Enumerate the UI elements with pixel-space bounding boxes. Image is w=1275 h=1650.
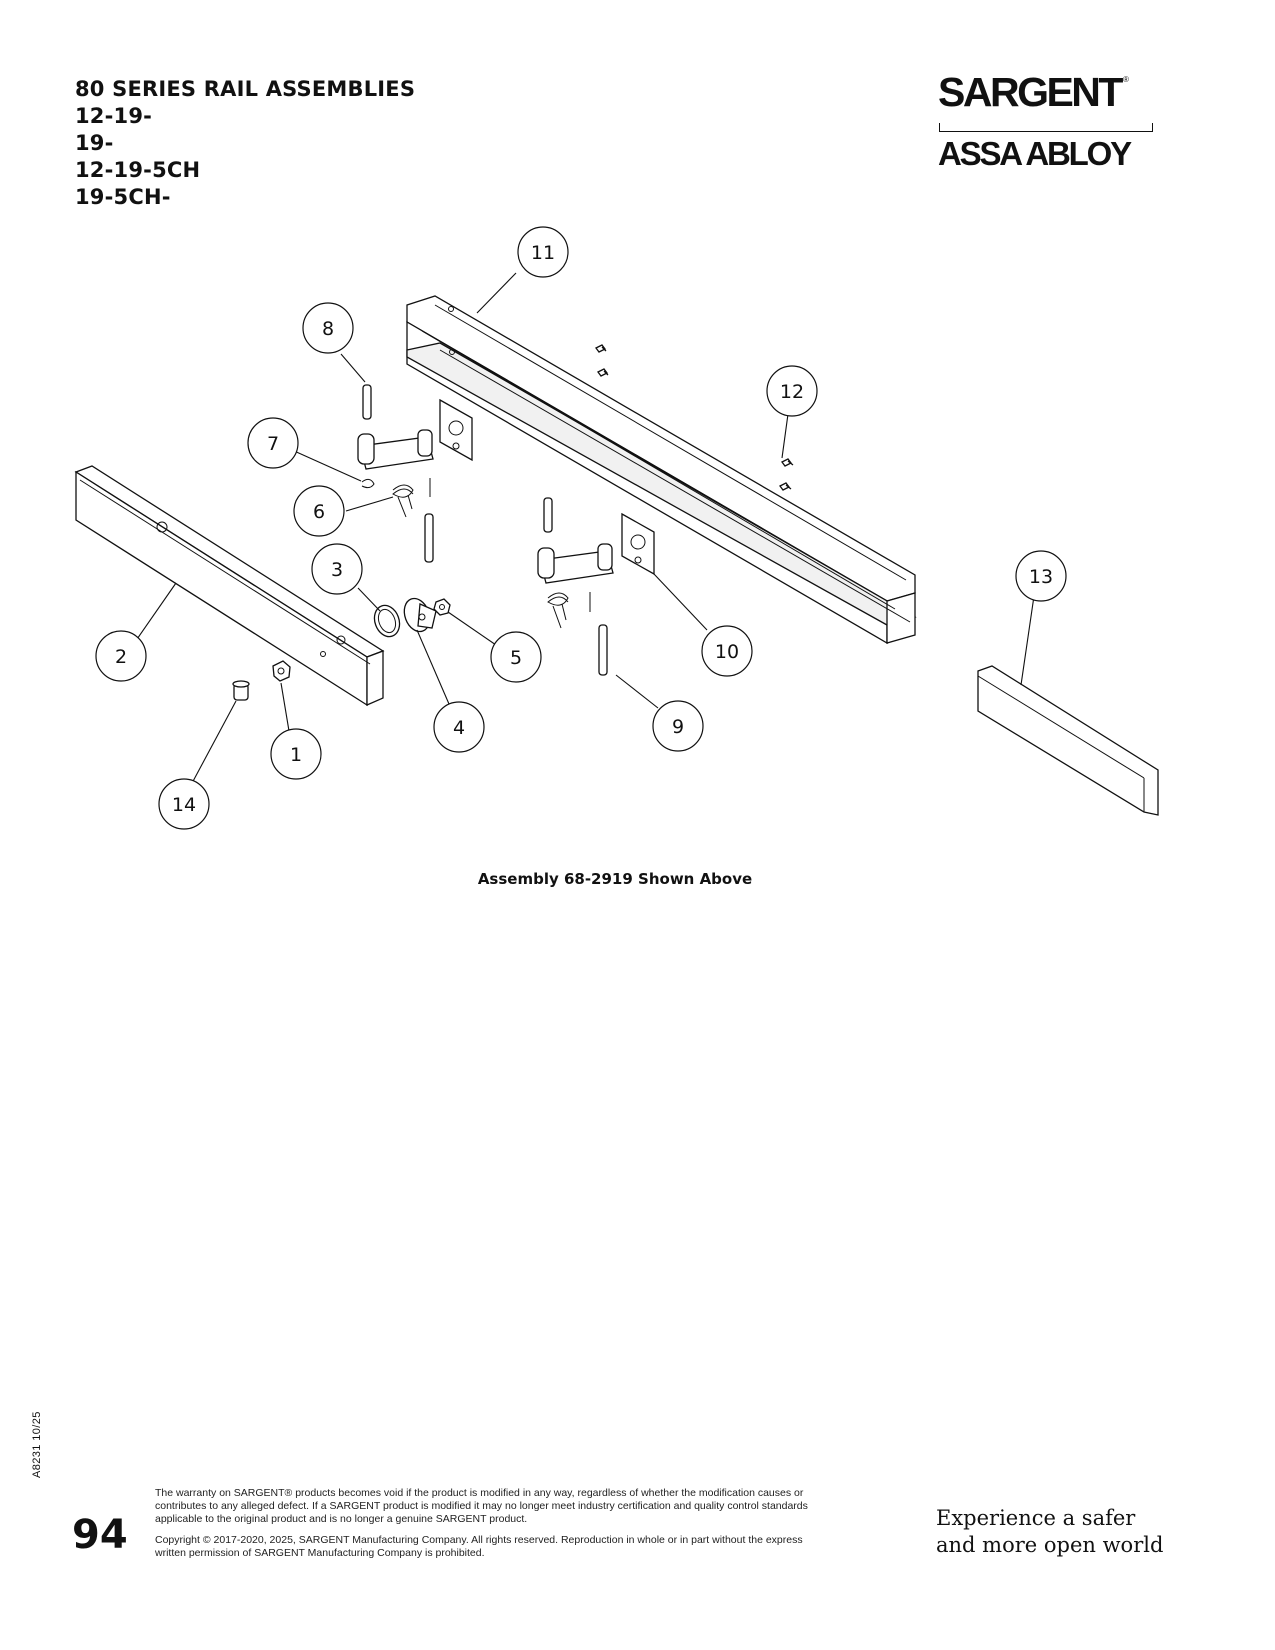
part-2-end-rail xyxy=(74,465,385,707)
part-13-cover-plate xyxy=(977,665,1159,816)
callout-13: 13 xyxy=(1015,550,1067,602)
svg-text:12: 12 xyxy=(780,381,804,403)
svg-text:10: 10 xyxy=(715,641,739,663)
svg-text:2: 2 xyxy=(115,646,127,668)
svg-text:5: 5 xyxy=(510,647,522,669)
spring-right xyxy=(547,592,591,629)
exploded-parts-diagram: 11 8 12 7 6 3 13 2 5 10 4 9 1 14 xyxy=(74,226,1159,830)
slogan-line-1: Experience a safer xyxy=(936,1506,1136,1530)
page-number: 94 xyxy=(72,1512,128,1558)
callout-7: 7 xyxy=(247,417,299,469)
pin-right-upper xyxy=(543,497,553,533)
callout-5: 5 xyxy=(490,631,542,683)
callout-9: 9 xyxy=(652,700,704,752)
brand-divider xyxy=(939,123,1153,132)
svg-text:4: 4 xyxy=(453,717,465,739)
svg-text:6: 6 xyxy=(313,501,325,523)
svg-text:14: 14 xyxy=(172,794,196,816)
callout-3: 3 xyxy=(311,543,363,595)
part-5-nut xyxy=(433,598,451,616)
registered-mark: ® xyxy=(1122,75,1129,84)
brand-parent: ASSA ABLOY xyxy=(938,135,1132,172)
callout-8: 8 xyxy=(302,302,354,354)
model-line: 19- xyxy=(75,131,114,155)
brand-name: SARGENT xyxy=(938,69,1123,115)
part-10-hinge-bracket xyxy=(537,512,655,584)
callout-2: 2 xyxy=(95,630,147,682)
callout-1: 1 xyxy=(270,728,322,780)
svg-text:7: 7 xyxy=(267,433,279,455)
part-8-pin xyxy=(362,384,372,420)
model-line: 12-19-5CH xyxy=(75,158,201,182)
diagram-caption: Assembly 68-2919 Shown Above xyxy=(477,870,753,888)
part-4-cam xyxy=(403,597,437,633)
part-3-washer xyxy=(373,604,401,638)
model-line: 12-19- xyxy=(75,104,153,128)
part-1-bushing xyxy=(272,660,291,682)
svg-text:8: 8 xyxy=(322,318,334,340)
svg-text:9: 9 xyxy=(672,716,684,738)
part-6-torsion-spring xyxy=(392,478,431,518)
page-title: 80 SERIES RAIL ASSEMBLIES xyxy=(75,77,416,101)
brand-logo: SARGENT® ASSA ABLOY xyxy=(938,68,1158,174)
part-7-clip xyxy=(361,478,375,489)
svg-text:3: 3 xyxy=(331,559,343,581)
slogan-line-2: and more open world xyxy=(936,1533,1164,1557)
callout-6: 6 xyxy=(293,485,345,537)
svg-text:1: 1 xyxy=(290,744,302,766)
hinge-bracket-upper xyxy=(357,398,473,470)
callout-14: 14 xyxy=(158,778,210,830)
callout-11: 11 xyxy=(517,226,569,278)
copyright-text: Copyright © 2017-2020, 2025, SARGENT Man… xyxy=(155,1534,803,1559)
svg-text:13: 13 xyxy=(1029,566,1053,588)
page-title-block: 80 SERIES RAIL ASSEMBLIES 12-19- 19- 12-… xyxy=(75,76,415,211)
callout-10: 10 xyxy=(701,625,753,677)
legal-notice: The warranty on SARGENT® products become… xyxy=(155,1487,815,1568)
callout-4: 4 xyxy=(433,701,485,753)
model-line: 19-5CH- xyxy=(75,185,171,209)
brand-slogan: Experience a safer and more open world xyxy=(936,1505,1163,1559)
pin-upper-lower xyxy=(424,513,434,563)
part-9-pin xyxy=(598,624,608,676)
svg-text:11: 11 xyxy=(531,242,555,264)
part-11-channel-rail xyxy=(406,295,917,645)
callout-12: 12 xyxy=(766,365,818,417)
part-14-cap xyxy=(232,680,250,701)
document-number: A8231 10/25 xyxy=(31,1411,43,1478)
part-12-screws xyxy=(595,344,794,491)
warranty-text: The warranty on SARGENT® products become… xyxy=(155,1487,808,1525)
leader-lines xyxy=(134,272,1035,786)
